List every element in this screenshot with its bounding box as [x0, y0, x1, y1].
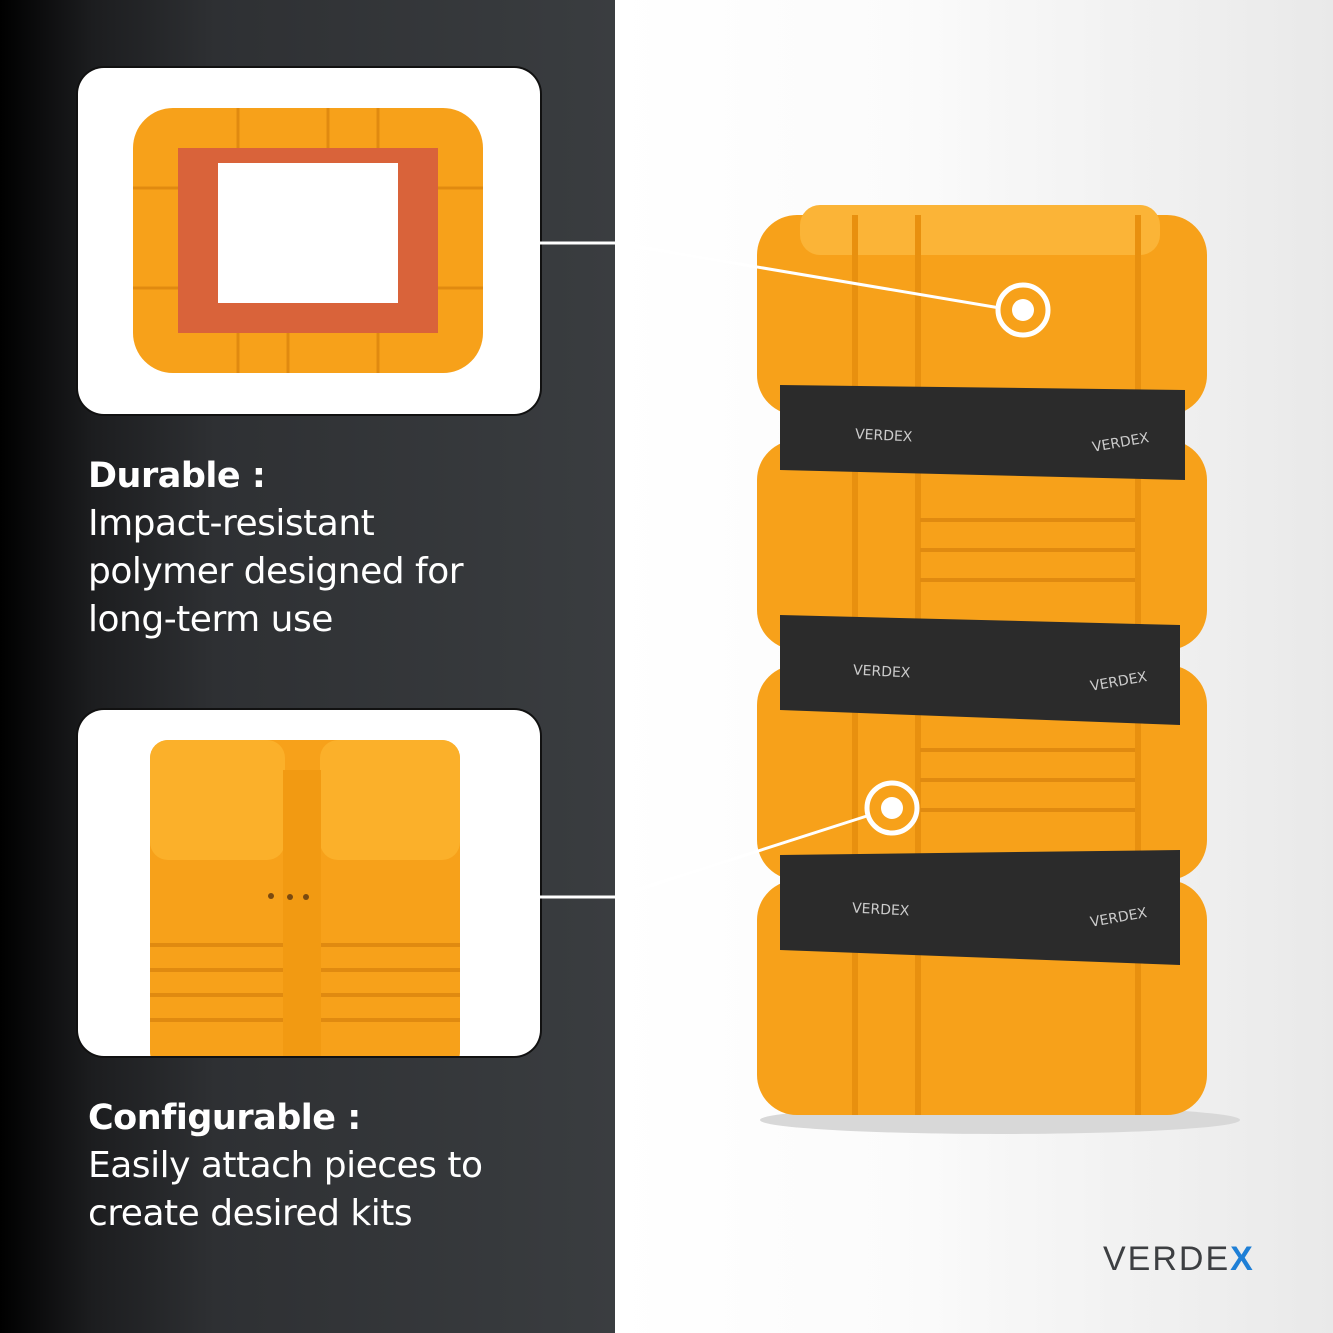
- product-backdrop: [615, 0, 1333, 1333]
- top-view-product-image: [133, 108, 483, 373]
- verdex-logo: VERDEX: [1103, 1240, 1255, 1279]
- side-view-image-card: [78, 710, 540, 1056]
- feature-title: Configurable :: [88, 1098, 361, 1138]
- feature-title: Durable :: [88, 456, 266, 496]
- top-view-image-card: [78, 68, 540, 414]
- logo-x: X: [1230, 1240, 1255, 1278]
- band-label: VERDEX: [851, 900, 910, 920]
- band-label: VERDEX: [854, 426, 913, 446]
- band-label: VERDEX: [852, 662, 911, 682]
- feature-configurable: Configurable : Easily attach pieces to c…: [88, 1094, 483, 1238]
- feature-line: long-term use: [88, 599, 333, 640]
- feature-line: create desired kits: [88, 1193, 413, 1234]
- feature-line: Impact-resistant: [88, 503, 375, 544]
- feature-durable: Durable : Impact-resistant polymer desig…: [88, 452, 464, 644]
- feature-line: Easily attach pieces to: [88, 1145, 483, 1186]
- side-view-product-image: [150, 740, 460, 1056]
- logo-text: VERDE: [1103, 1240, 1231, 1278]
- feature-line: polymer designed for: [88, 551, 464, 592]
